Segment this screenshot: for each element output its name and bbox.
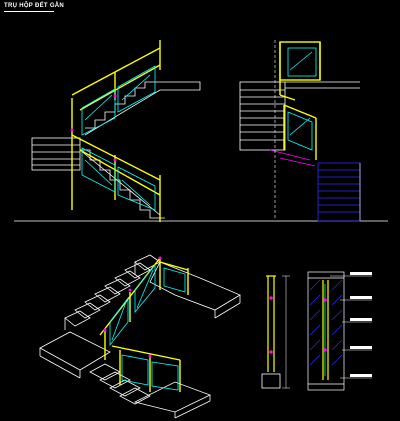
title-underline [4, 11, 54, 12]
section-frame [307, 271, 345, 391]
side-glass [287, 47, 317, 151]
isometric-view [39, 254, 241, 419]
lower-railing [71, 134, 161, 222]
side-elevation-view [239, 40, 361, 222]
section-leaders [330, 275, 372, 379]
iso-mid-landing [39, 331, 111, 379]
post-base [261, 373, 281, 389]
upper-flight-steps [84, 81, 201, 136]
iso-post-caps [103, 256, 162, 358]
side-railing [279, 41, 321, 160]
section-hatch [309, 279, 343, 366]
post-caps-front [70, 94, 117, 162]
iso-top-landing [149, 261, 241, 319]
upper-railing [71, 40, 161, 210]
post-fixings [269, 296, 273, 354]
side-accents [269, 149, 316, 167]
side-steps-upper [239, 81, 360, 151]
iso-glass [109, 263, 186, 391]
section-fixings [323, 298, 327, 352]
iso-railing [99, 257, 189, 392]
section-label-blocks [350, 272, 372, 377]
lower-flight-steps [31, 137, 165, 219]
front-elevation-view [31, 40, 201, 222]
section-post [322, 280, 329, 380]
drawing-title: TRỤ HỘP ĐẾT GẰN [4, 3, 65, 9]
post-dimension [282, 275, 290, 389]
lower-glass-panels [81, 147, 156, 211]
upper-glass-panels [81, 65, 156, 136]
post-profile [266, 275, 276, 372]
post-detail-view [261, 271, 372, 391]
side-steps-lower [317, 162, 361, 222]
